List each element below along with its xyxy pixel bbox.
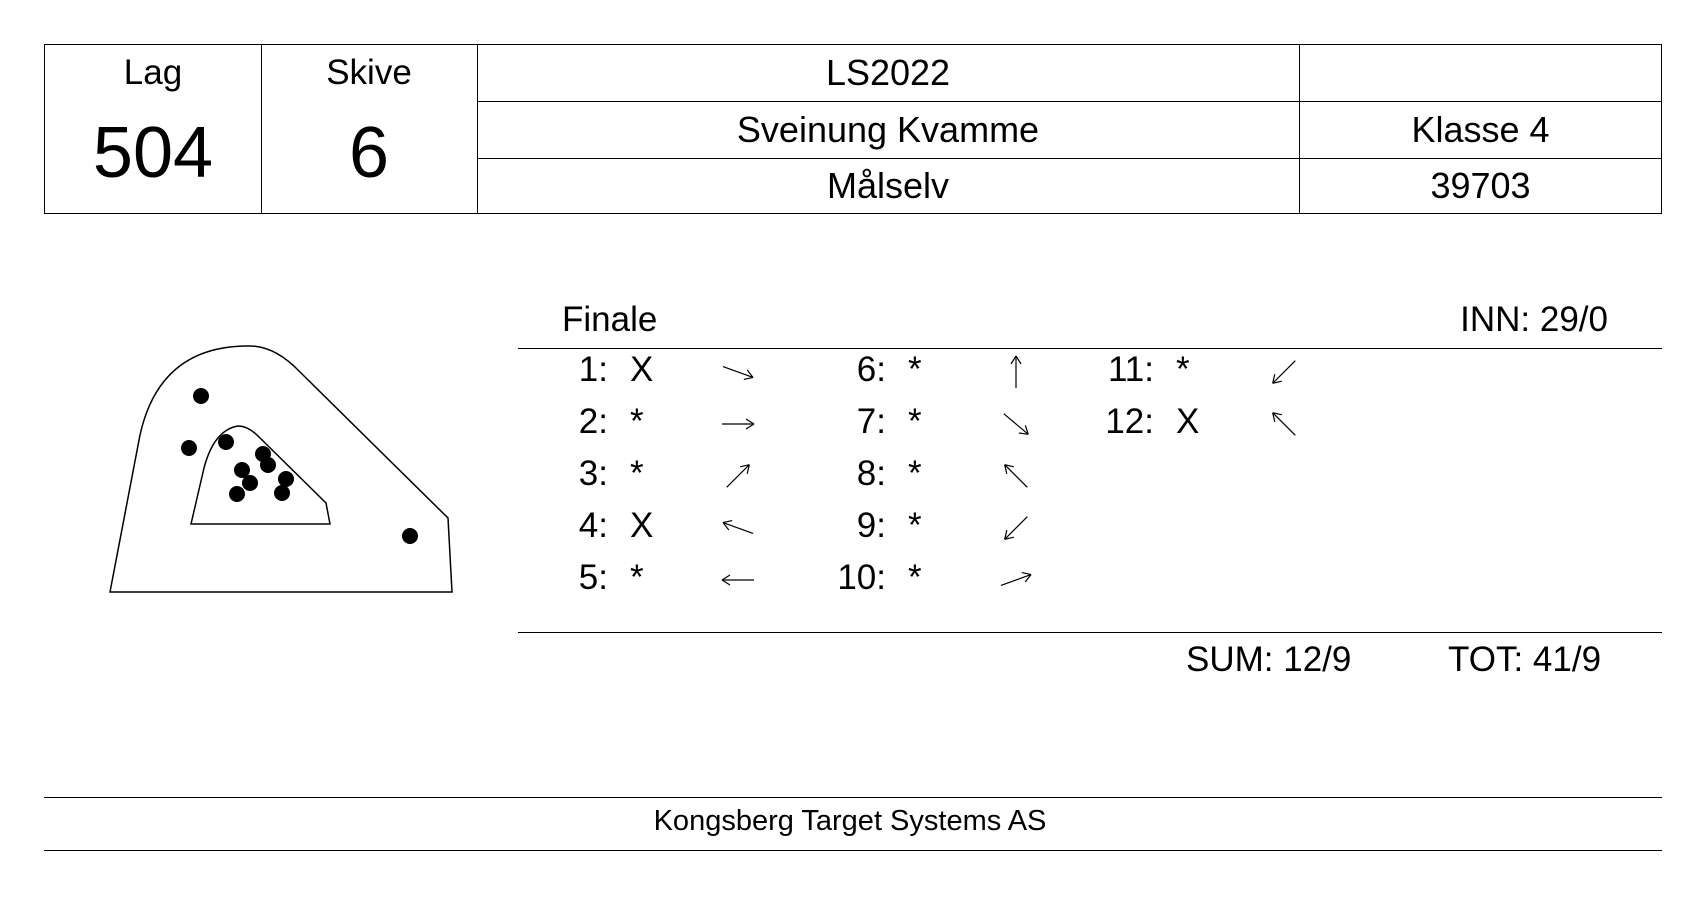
skive-label: Skive bbox=[326, 53, 412, 92]
shot-entry: 8: * bbox=[796, 454, 1066, 498]
inn-total: INN: 29/0 bbox=[1460, 300, 1608, 339]
shot-number: 5: bbox=[578, 558, 608, 597]
shot-entry: 2: * bbox=[518, 402, 788, 446]
direction-arrow-icon bbox=[722, 418, 755, 430]
hit-marker bbox=[181, 440, 197, 456]
tot-total: TOT: 41/9 bbox=[1448, 640, 1602, 679]
direction-arrow-icon bbox=[1272, 412, 1296, 436]
hit-marker bbox=[193, 388, 209, 404]
shot-value: X bbox=[630, 350, 654, 389]
direction-arrow-icon bbox=[1003, 413, 1029, 435]
shot-number: 3: bbox=[578, 454, 608, 493]
direction-arrow-icon bbox=[1004, 516, 1028, 540]
shot-value: X bbox=[1176, 402, 1200, 441]
shot-entry: 11: * bbox=[1064, 350, 1334, 394]
target-outline bbox=[109, 345, 453, 593]
shooter-class: Klasse 4 bbox=[1411, 108, 1550, 150]
lag-label: Lag bbox=[123, 53, 183, 92]
shot-number: 4: bbox=[578, 506, 608, 545]
direction-arrow-icon bbox=[1010, 355, 1022, 388]
divider bbox=[44, 850, 1662, 851]
shot-entry: 4: X bbox=[518, 506, 788, 550]
shot-entry: 12: X bbox=[1064, 402, 1334, 446]
shot-number: 7: bbox=[856, 402, 886, 441]
hit-marker bbox=[260, 457, 276, 473]
target-diagram bbox=[109, 345, 453, 593]
shot-value: X bbox=[630, 506, 654, 545]
hit-marker bbox=[229, 486, 245, 502]
skive-value: 6 bbox=[348, 113, 390, 193]
divider bbox=[477, 158, 1661, 159]
divider bbox=[518, 632, 1662, 633]
club-name: Målselv bbox=[826, 165, 950, 206]
shot-value: * bbox=[908, 402, 922, 441]
direction-arrow-icon bbox=[1272, 360, 1296, 384]
shot-number: 1: bbox=[578, 350, 608, 389]
header-table: Lag 504 Skive 6 LS2022 Sveinung Kvamme K… bbox=[44, 44, 1662, 214]
shooter-name: Sveinung Kvamme bbox=[736, 108, 1040, 150]
direction-arrow-icon bbox=[722, 365, 754, 381]
shot-number: 11: bbox=[1107, 350, 1154, 389]
direction-arrow-icon bbox=[726, 464, 750, 488]
direction-arrow-icon bbox=[1004, 464, 1028, 488]
direction-arrow-icon bbox=[722, 519, 754, 535]
hit-marker bbox=[234, 462, 250, 478]
shot-value: * bbox=[908, 558, 922, 597]
shot-value: * bbox=[908, 506, 922, 545]
shot-number: 8: bbox=[856, 454, 886, 493]
shot-value: * bbox=[630, 558, 644, 597]
divider bbox=[261, 45, 262, 213]
shot-number: 10: bbox=[837, 558, 886, 597]
shot-number: 2: bbox=[578, 402, 608, 441]
sum-total: SUM: 12/9 bbox=[1186, 640, 1352, 679]
hit-marker bbox=[274, 485, 290, 501]
direction-arrow-icon bbox=[1000, 571, 1032, 587]
hit-marker bbox=[278, 471, 294, 487]
shot-entry: 10: * bbox=[796, 558, 1066, 602]
shot-entry: 1: X bbox=[518, 350, 788, 394]
shot-number: 9: bbox=[856, 506, 886, 545]
shot-entry: 3: * bbox=[518, 454, 788, 498]
divider bbox=[518, 348, 1662, 349]
hit-marker bbox=[402, 528, 418, 544]
hit-markers bbox=[181, 388, 418, 544]
divider bbox=[477, 101, 1661, 102]
event-name: LS2022 bbox=[825, 52, 951, 93]
shot-entry: 7: * bbox=[796, 402, 1066, 446]
shot-entry: 5: * bbox=[518, 558, 788, 602]
shot-value: * bbox=[908, 350, 922, 389]
target-inner-zone bbox=[190, 425, 331, 525]
results-title: Finale bbox=[562, 300, 658, 339]
event-extra bbox=[1299, 45, 1662, 101]
shot-number: 6: bbox=[856, 350, 886, 389]
footer-text: Kongsberg Target Systems AS bbox=[653, 805, 1047, 837]
shooter-id: 39703 bbox=[1430, 165, 1531, 206]
shot-value: * bbox=[630, 402, 644, 441]
shot-number: 12: bbox=[1105, 402, 1154, 441]
shot-value: * bbox=[1176, 350, 1190, 389]
divider bbox=[477, 45, 478, 213]
hit-marker bbox=[218, 434, 234, 450]
divider bbox=[1299, 45, 1300, 213]
shot-entry: 9: * bbox=[796, 506, 1066, 550]
shot-value: * bbox=[630, 454, 644, 493]
direction-arrow-icon bbox=[721, 574, 754, 586]
shot-value: * bbox=[908, 454, 922, 493]
lag-value: 504 bbox=[92, 113, 214, 193]
shot-entry: 6: * bbox=[796, 350, 1066, 394]
divider bbox=[44, 797, 1662, 798]
hit-marker bbox=[242, 475, 258, 491]
